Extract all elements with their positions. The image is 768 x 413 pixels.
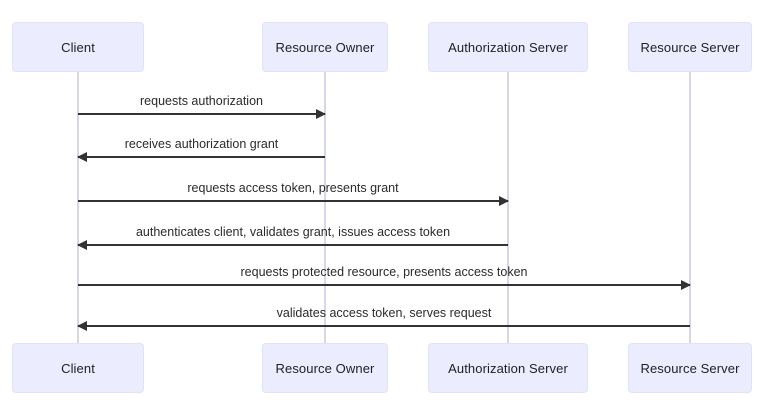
arrow-right-icon: [681, 280, 691, 290]
message-label: validates access token, serves request: [276, 306, 492, 320]
arrow-left-icon: [77, 321, 87, 331]
participant-header-client[interactable]: Client: [12, 22, 144, 72]
arrow-left-icon: [77, 240, 87, 250]
message-line: [78, 113, 325, 115]
participant-label: Authorization Server: [448, 360, 568, 376]
message-label: authenticates client, validates grant, i…: [135, 225, 451, 239]
participant-footer-resource-owner[interactable]: Resource Owner: [262, 343, 388, 393]
message-1[interactable]: requests authorization: [78, 94, 326, 119]
participant-label: Client: [61, 360, 95, 376]
message-label: receives authorization grant: [124, 137, 279, 151]
message-line: [78, 244, 508, 246]
arrow-right-icon: [499, 196, 509, 206]
arrow-right-icon: [316, 109, 326, 119]
participant-header-resource-owner[interactable]: Resource Owner: [262, 22, 388, 72]
message-line: [78, 325, 690, 327]
lifeline-authorization-server: [507, 72, 509, 343]
message-label: requests authorization: [140, 94, 263, 108]
participant-label: Resource Owner: [275, 360, 375, 376]
message-3[interactable]: requests access token, presents grant: [78, 181, 509, 206]
participant-footer-client[interactable]: Client: [12, 343, 144, 393]
participant-label: Resource Server: [640, 39, 740, 55]
participant-header-resource-server[interactable]: Resource Server: [628, 22, 752, 72]
message-label: requests access token, presents grant: [187, 181, 399, 195]
message-2[interactable]: receives authorization grant: [77, 137, 325, 162]
participant-label: Authorization Server: [448, 39, 568, 55]
participant-label: Resource Server: [640, 360, 740, 376]
message-line: [78, 284, 690, 286]
message-label: requests protected resource, presents ac…: [240, 265, 528, 279]
message-line: [78, 200, 508, 202]
participant-header-authorization-server[interactable]: Authorization Server: [428, 22, 588, 72]
message-4[interactable]: authenticates client, validates grant, i…: [77, 225, 508, 250]
participant-footer-resource-server[interactable]: Resource Server: [628, 343, 752, 393]
lifeline-resource-server: [689, 72, 691, 343]
lifeline-client: [77, 72, 79, 343]
arrow-left-icon: [77, 152, 87, 162]
message-line: [78, 156, 325, 158]
lifeline-resource-owner: [324, 72, 326, 343]
message-5[interactable]: requests protected resource, presents ac…: [78, 265, 691, 290]
participant-footer-authorization-server[interactable]: Authorization Server: [428, 343, 588, 393]
participant-label: Resource Owner: [275, 39, 375, 55]
message-6[interactable]: validates access token, serves request: [77, 306, 690, 331]
participant-label: Client: [61, 39, 95, 55]
